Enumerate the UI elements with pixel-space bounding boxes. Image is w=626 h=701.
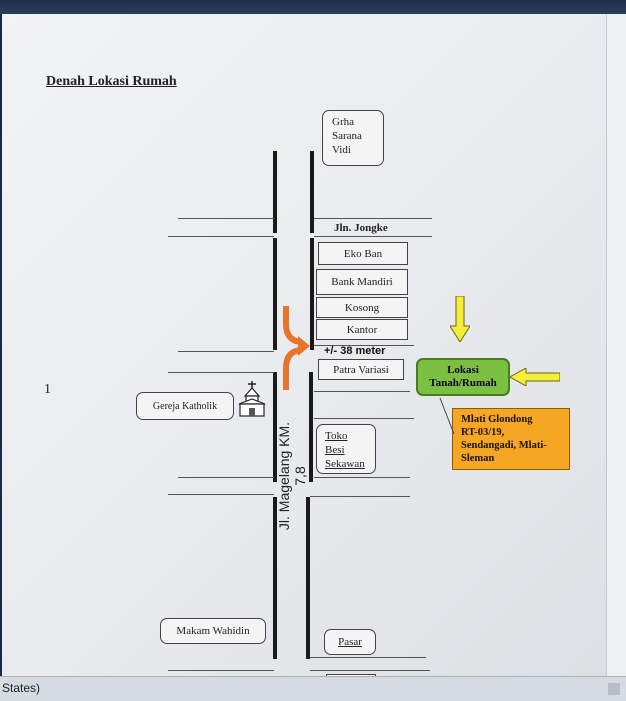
church-icon bbox=[238, 381, 266, 417]
street-line bbox=[178, 477, 274, 478]
vertical-scrollbar[interactable] bbox=[606, 14, 626, 676]
resize-grip-icon[interactable] bbox=[608, 683, 620, 695]
street-line bbox=[314, 236, 432, 237]
street-line bbox=[314, 477, 410, 478]
street-line bbox=[168, 372, 274, 373]
address-callout: Mlati Glondong RT-03/19, Sendangadi, Mla… bbox=[452, 408, 570, 470]
street-line bbox=[178, 218, 274, 219]
road-edge-left-low bbox=[273, 372, 277, 482]
building-kantor: Kantor bbox=[316, 319, 408, 340]
building-eko-ban: Eko Ban bbox=[318, 242, 408, 265]
street-line bbox=[314, 218, 432, 219]
road-edge-left-bottom bbox=[273, 497, 277, 659]
road-edge-left-upper bbox=[273, 151, 277, 233]
turn-arrow-icon bbox=[283, 306, 310, 390]
street-line bbox=[310, 657, 426, 658]
street-line bbox=[310, 496, 410, 497]
street-line bbox=[314, 345, 414, 346]
location-marker-box: Lokasi Tanah/Rumah bbox=[416, 358, 510, 396]
landmark-grha: Grha Sarana Vidi bbox=[322, 110, 384, 166]
street-line bbox=[168, 670, 274, 671]
road-edge-right-upper bbox=[310, 151, 314, 233]
building-kosong: Kosong bbox=[316, 297, 408, 318]
landmark-gereja: Gereja Katholik bbox=[136, 392, 234, 420]
road-edge-right-mid bbox=[310, 238, 314, 350]
street-line bbox=[310, 670, 430, 671]
street-line bbox=[168, 494, 274, 495]
landmark-makam: Makam Wahidin bbox=[160, 618, 266, 644]
left-arrow-icon bbox=[510, 368, 560, 386]
road-edge-left-mid bbox=[273, 238, 277, 350]
building-patra-variasi: Patra Variasi bbox=[318, 359, 404, 380]
callout-pointer bbox=[439, 397, 455, 435]
street-line bbox=[178, 351, 274, 352]
road-label-magelang: Jl. Magelang KM. 7,8 bbox=[276, 421, 308, 531]
street-line bbox=[168, 236, 274, 237]
street-line bbox=[314, 391, 410, 392]
landmark-toko-besi: Toko Besi Sekawan bbox=[316, 424, 376, 474]
road-edge-right-bottom bbox=[306, 497, 310, 659]
status-text: States) bbox=[2, 681, 41, 695]
status-bar: States) bbox=[0, 676, 626, 701]
building-bank-mandiri: Bank Mandiri bbox=[316, 269, 408, 295]
road-edge-right-low bbox=[309, 372, 313, 482]
landmark-pasar: Pasar bbox=[324, 629, 376, 655]
distance-label: +/- 38 meter bbox=[324, 345, 386, 357]
document-page: Denah Lokasi Rumah 1 Grha Sarana Vidi Jl… bbox=[2, 14, 606, 684]
page-title: Denah Lokasi Rumah bbox=[46, 74, 177, 89]
down-arrow-icon bbox=[450, 296, 470, 342]
side-number: 1 bbox=[44, 382, 51, 397]
window-top-strip bbox=[0, 0, 626, 14]
street-line bbox=[314, 418, 414, 419]
street-label-jongke: Jln. Jongke bbox=[334, 222, 388, 234]
